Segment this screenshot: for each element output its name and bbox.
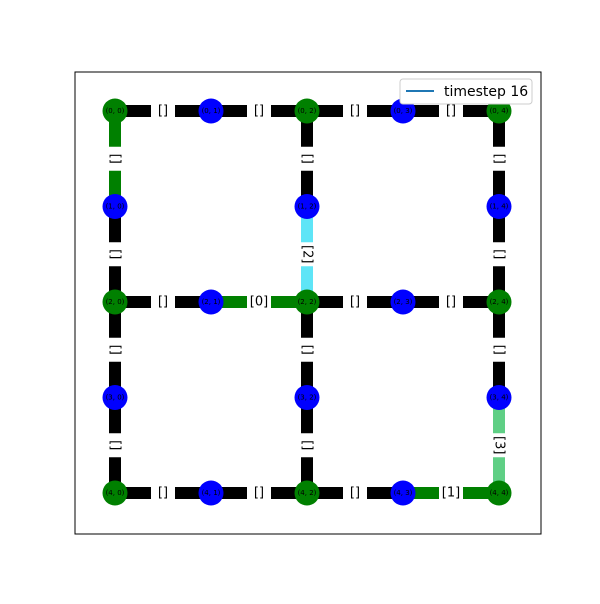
graph-node xyxy=(390,289,416,315)
edge-label: [1] xyxy=(442,486,460,501)
graph-node xyxy=(102,98,128,124)
graph-node xyxy=(294,289,320,315)
node-label: (4, 2) xyxy=(298,489,317,497)
edge-label: [] xyxy=(300,440,315,450)
edge-label: [] xyxy=(254,104,264,119)
graph-node xyxy=(198,480,224,506)
edge-label: [] xyxy=(300,345,315,355)
graph-node xyxy=(390,480,416,506)
graph-node xyxy=(294,194,320,219)
edge-label: [0] xyxy=(250,295,268,310)
graph-node xyxy=(198,98,224,124)
graph-node xyxy=(102,385,128,410)
edge-label: [] xyxy=(492,249,507,259)
graph-node xyxy=(486,289,512,315)
graph-node xyxy=(102,194,128,219)
legend-box xyxy=(399,78,533,105)
edge-labels-layer: [] [] [] [] [] [0] [] [] [] [] [] [1] [] [] [] [] [] [2] [… xyxy=(108,104,507,501)
edge-label: [] xyxy=(158,295,168,310)
graph-node xyxy=(486,98,512,124)
node-label: (4, 0) xyxy=(106,489,125,497)
node-label: (4, 1) xyxy=(202,489,221,497)
node-label: (4, 4) xyxy=(490,489,509,497)
edge-label: [] xyxy=(158,486,168,501)
node-label: (1, 0) xyxy=(106,203,125,211)
node-label: (1, 4) xyxy=(490,203,509,211)
edge-label: [] xyxy=(108,345,123,355)
node-label: (0, 1) xyxy=(202,107,221,115)
graph-node xyxy=(486,194,512,219)
edge-label: [] xyxy=(446,104,456,119)
edge-label: [2] xyxy=(300,245,315,263)
node-label: (1, 2) xyxy=(298,203,317,211)
legend: timestep 16 xyxy=(399,78,533,105)
edge-label: [] xyxy=(492,154,507,164)
edge-label: [] xyxy=(350,295,360,310)
edge-label: [] xyxy=(254,486,264,501)
edge-label: [] xyxy=(300,154,315,164)
graph-node xyxy=(102,289,128,315)
node-label: (3, 4) xyxy=(490,394,509,402)
graph-node xyxy=(486,385,512,410)
edge-label: [] xyxy=(108,154,123,164)
graph-node xyxy=(294,480,320,506)
nodes-layer: (0, 0) (0, 1) (0, 2) (0, 3) (0, 4) (1, 0) (1, … xyxy=(102,98,512,506)
node-label: (2, 2) xyxy=(298,298,317,306)
node-label: (2, 0) xyxy=(106,298,125,306)
node-label: (0, 4) xyxy=(490,107,509,115)
node-label: (0, 2) xyxy=(298,107,317,115)
edge-label: [] xyxy=(108,440,123,450)
node-label: (0, 0) xyxy=(106,107,125,115)
graph-node xyxy=(294,385,320,410)
node-label: (0, 3) xyxy=(394,107,413,115)
node-label: (3, 0) xyxy=(106,394,125,402)
edge-label: [] xyxy=(350,104,360,119)
graph-node xyxy=(486,480,512,506)
graph-node xyxy=(102,480,128,506)
graph-node xyxy=(198,289,224,315)
edge-label: [] xyxy=(350,486,360,501)
graph-node xyxy=(294,98,320,124)
edge-label: [] xyxy=(446,295,456,310)
node-label: (2, 3) xyxy=(394,298,413,306)
edge-label: [3] xyxy=(492,436,507,454)
edge-label: [] xyxy=(492,345,507,355)
legend-label: timestep 16 xyxy=(444,84,528,100)
edge-label: [] xyxy=(108,249,123,259)
node-label: (2, 4) xyxy=(490,298,509,306)
node-label: (3, 2) xyxy=(298,394,317,402)
node-label: (2, 1) xyxy=(202,298,221,306)
graph-node xyxy=(390,98,416,124)
edge-label: [] xyxy=(158,104,168,119)
node-label: (4, 3) xyxy=(394,489,413,497)
